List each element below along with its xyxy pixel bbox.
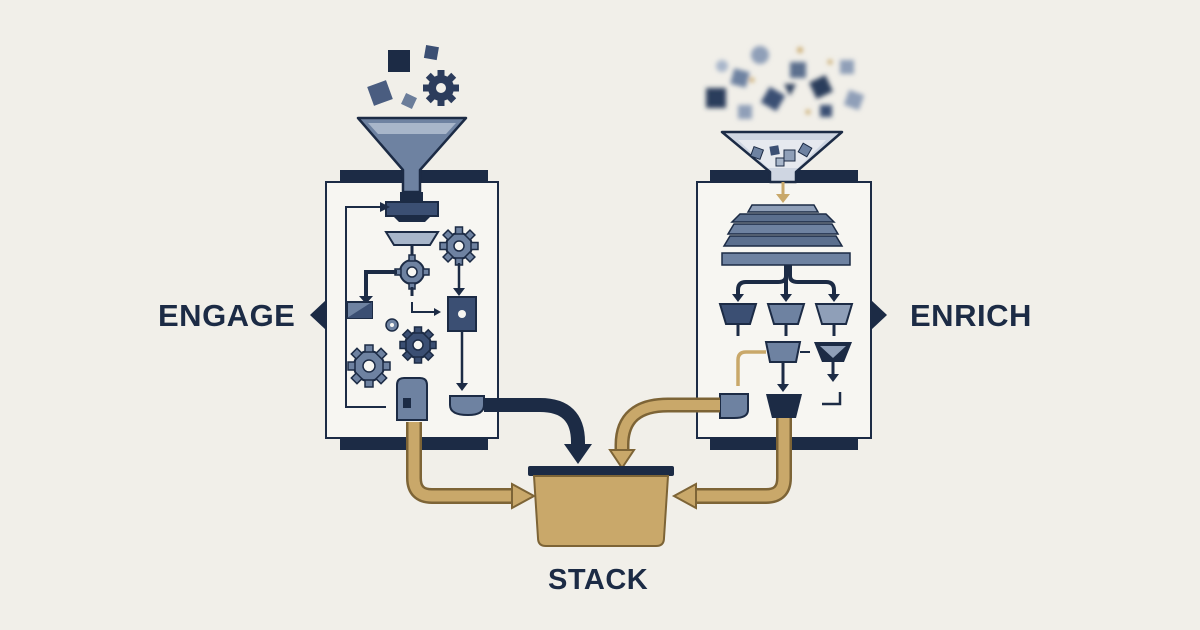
gear-icon: [385, 318, 399, 332]
funnel-icon: [356, 116, 468, 202]
engage-input-shapes: [367, 45, 459, 109]
gear-icon: [399, 326, 437, 364]
enrich-mechanism: [718, 265, 854, 419]
gear-icon: [394, 254, 430, 290]
gear-icon: [347, 344, 391, 388]
funnel-icon: [720, 130, 844, 203]
enrich-input-particles: [706, 46, 865, 119]
gear-icon: [423, 70, 459, 106]
enrich-label: ENRICH: [910, 298, 1032, 333]
stack-label: STACK: [548, 564, 649, 596]
enrich-pointer: [871, 300, 887, 330]
engage-label: ENGAGE: [158, 298, 296, 333]
engage-mechanism: [345, 201, 485, 421]
press-stack-icon: [721, 204, 851, 266]
flow-connectors: [406, 397, 792, 510]
bin-icon: [528, 466, 674, 547]
engage-pointer: [310, 300, 326, 330]
gear-icon: [439, 226, 479, 266]
